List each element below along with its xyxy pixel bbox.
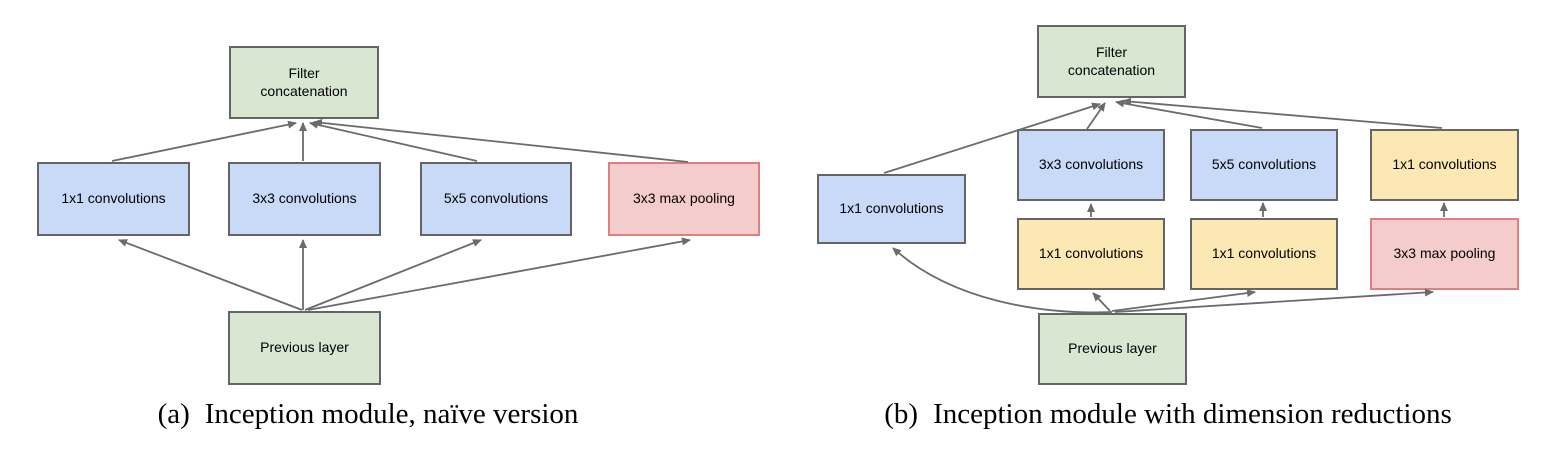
arrow-b-prev-to-reduce5 [1111,289,1256,312]
node-b-1x1-reduce-before-5x5: 1x1 convolutions [1190,218,1338,290]
node-a-filter-concatenation: Filter concatenation [229,46,379,119]
caption-a: (a) Inception module, naïve version [68,398,668,431]
node-a-1x1-convolutions: 1x1 convolutions [37,162,190,236]
arrow-a-prev-to-maxpool [307,237,691,311]
arrow-a-conv5-to-concat [309,120,478,162]
node-label: Filter concatenation [1067,44,1156,78]
caption-a-label: (a) [157,398,190,430]
arrow-a-prev-to-conv5 [304,239,482,311]
node-a-3x3-max-pooling: 3x3 max pooling [608,162,760,236]
arrow-b-prev-to-maxpool [1114,288,1434,313]
arrow-b-prev-to-reduce3 [1092,292,1111,312]
node-b-filter-concatenation: Filter concatenation [1037,25,1186,98]
node-b-1x1-convolutions-branch: 1x1 convolutions [817,174,966,244]
node-label: 1x1 convolutions [1038,245,1144,262]
node-b-3x3-convolutions: 3x3 convolutions [1017,129,1165,201]
node-label: 1x1 convolutions [61,190,166,207]
arrow-a-conv1-to-concat [111,120,297,162]
node-label: 1x1 convolutions [1392,156,1497,173]
node-b-1x1-convolutions-after-pool: 1x1 convolutions [1370,129,1519,201]
node-label: 5x5 convolutions [443,190,549,207]
node-a-3x3-convolutions: 3x3 convolutions [228,162,381,236]
node-label: Previous layer [260,339,349,356]
arrow-a-maxpool-to-concat [313,118,689,163]
node-label: 3x3 max pooling [633,190,735,207]
caption-b-label: (b) [884,398,919,430]
caption-b-text: Inception module with dimension reductio… [933,398,1452,430]
arrow-a-prev-to-conv1 [118,239,303,311]
caption-b: (b) Inception module with dimension reduc… [868,398,1468,431]
arrow-b-conv5-to-concat [1115,99,1263,129]
node-label: 3x3 max pooling [1393,245,1496,262]
node-label: 1x1 convolutions [1211,245,1317,262]
node-a-previous-layer: Previous layer [228,311,381,385]
node-b-previous-layer: Previous layer [1038,313,1187,385]
node-label: 5x5 convolutions [1211,156,1317,173]
node-label: 1x1 convolutions [839,200,944,217]
node-label: 3x3 convolutions [252,190,357,207]
caption-a-text: Inception module, naïve version [204,398,579,430]
node-b-3x3-max-pooling: 3x3 max pooling [1370,218,1519,290]
node-label: Previous layer [1068,340,1157,357]
node-a-5x5-convolutions: 5x5 convolutions [420,162,572,236]
arrow-b-conv3-to-concat [1086,102,1106,130]
node-label: 3x3 convolutions [1038,156,1144,173]
arrow-b-conv1afterpool-to-concat [1122,97,1443,129]
node-b-1x1-reduce-before-3x3: 1x1 convolutions [1017,218,1165,290]
node-label: Filter concatenation [260,65,348,99]
node-b-5x5-convolutions: 5x5 convolutions [1190,129,1338,201]
